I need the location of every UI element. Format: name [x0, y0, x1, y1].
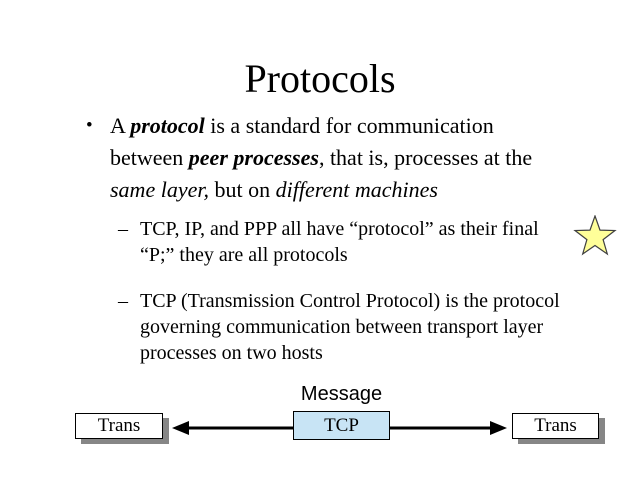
bullet-marker: • [86, 115, 93, 136]
sub-bullet-2-line-1: TCP (Transmission Control Protocol) is t… [140, 290, 560, 312]
arrowhead-right-icon [490, 421, 507, 435]
text-run-bold-italic: protocol [130, 113, 205, 138]
tcp-box: TCP [293, 411, 390, 440]
main-bullet: • A protocol is a standard for communica… [86, 110, 532, 206]
arrowhead-left-icon [172, 421, 189, 435]
trans-box-left: Trans [75, 413, 163, 439]
sub-bullet-1-line-1: TCP, IP, and PPP all have “protocol” as … [140, 218, 539, 240]
dash-marker: – [118, 290, 128, 312]
text-run: between [110, 145, 189, 170]
text-run: , that is, processes at the [318, 145, 533, 170]
message-label: Message [300, 383, 383, 405]
star-shape [573, 215, 617, 256]
sub-bullet-2-line-2: governing communication between transpor… [140, 316, 544, 338]
text-run: but on [208, 177, 276, 202]
star-icon [573, 215, 617, 256]
text-run: A [110, 113, 131, 138]
sub-bullet-2-line-3: processes on two hosts [140, 342, 323, 364]
text-run-italic: different machines [275, 177, 438, 202]
trans-box-right: Trans [512, 413, 599, 439]
text-run: is a standard for communication [204, 113, 494, 138]
sub-bullet-1: – TCP, IP, and PPP all have “protocol” a… [118, 216, 539, 268]
dash-marker: – [118, 218, 128, 240]
main-bullet-line-3: same layer, but on different machines [110, 174, 532, 206]
main-bullet-line-2: between peer processes, that is, process… [110, 142, 532, 174]
sub-bullet-2: – TCP (Transmission Control Protocol) is… [118, 288, 560, 366]
slide-title: Protocols [244, 56, 396, 101]
text-run-bold-italic: peer processes [188, 145, 319, 170]
text-run-italic: same layer, [110, 177, 209, 202]
sub-bullet-1-line-2: “P;” they are all protocols [140, 244, 348, 266]
main-bullet-line-1: A protocol is a standard for communicati… [110, 110, 532, 142]
